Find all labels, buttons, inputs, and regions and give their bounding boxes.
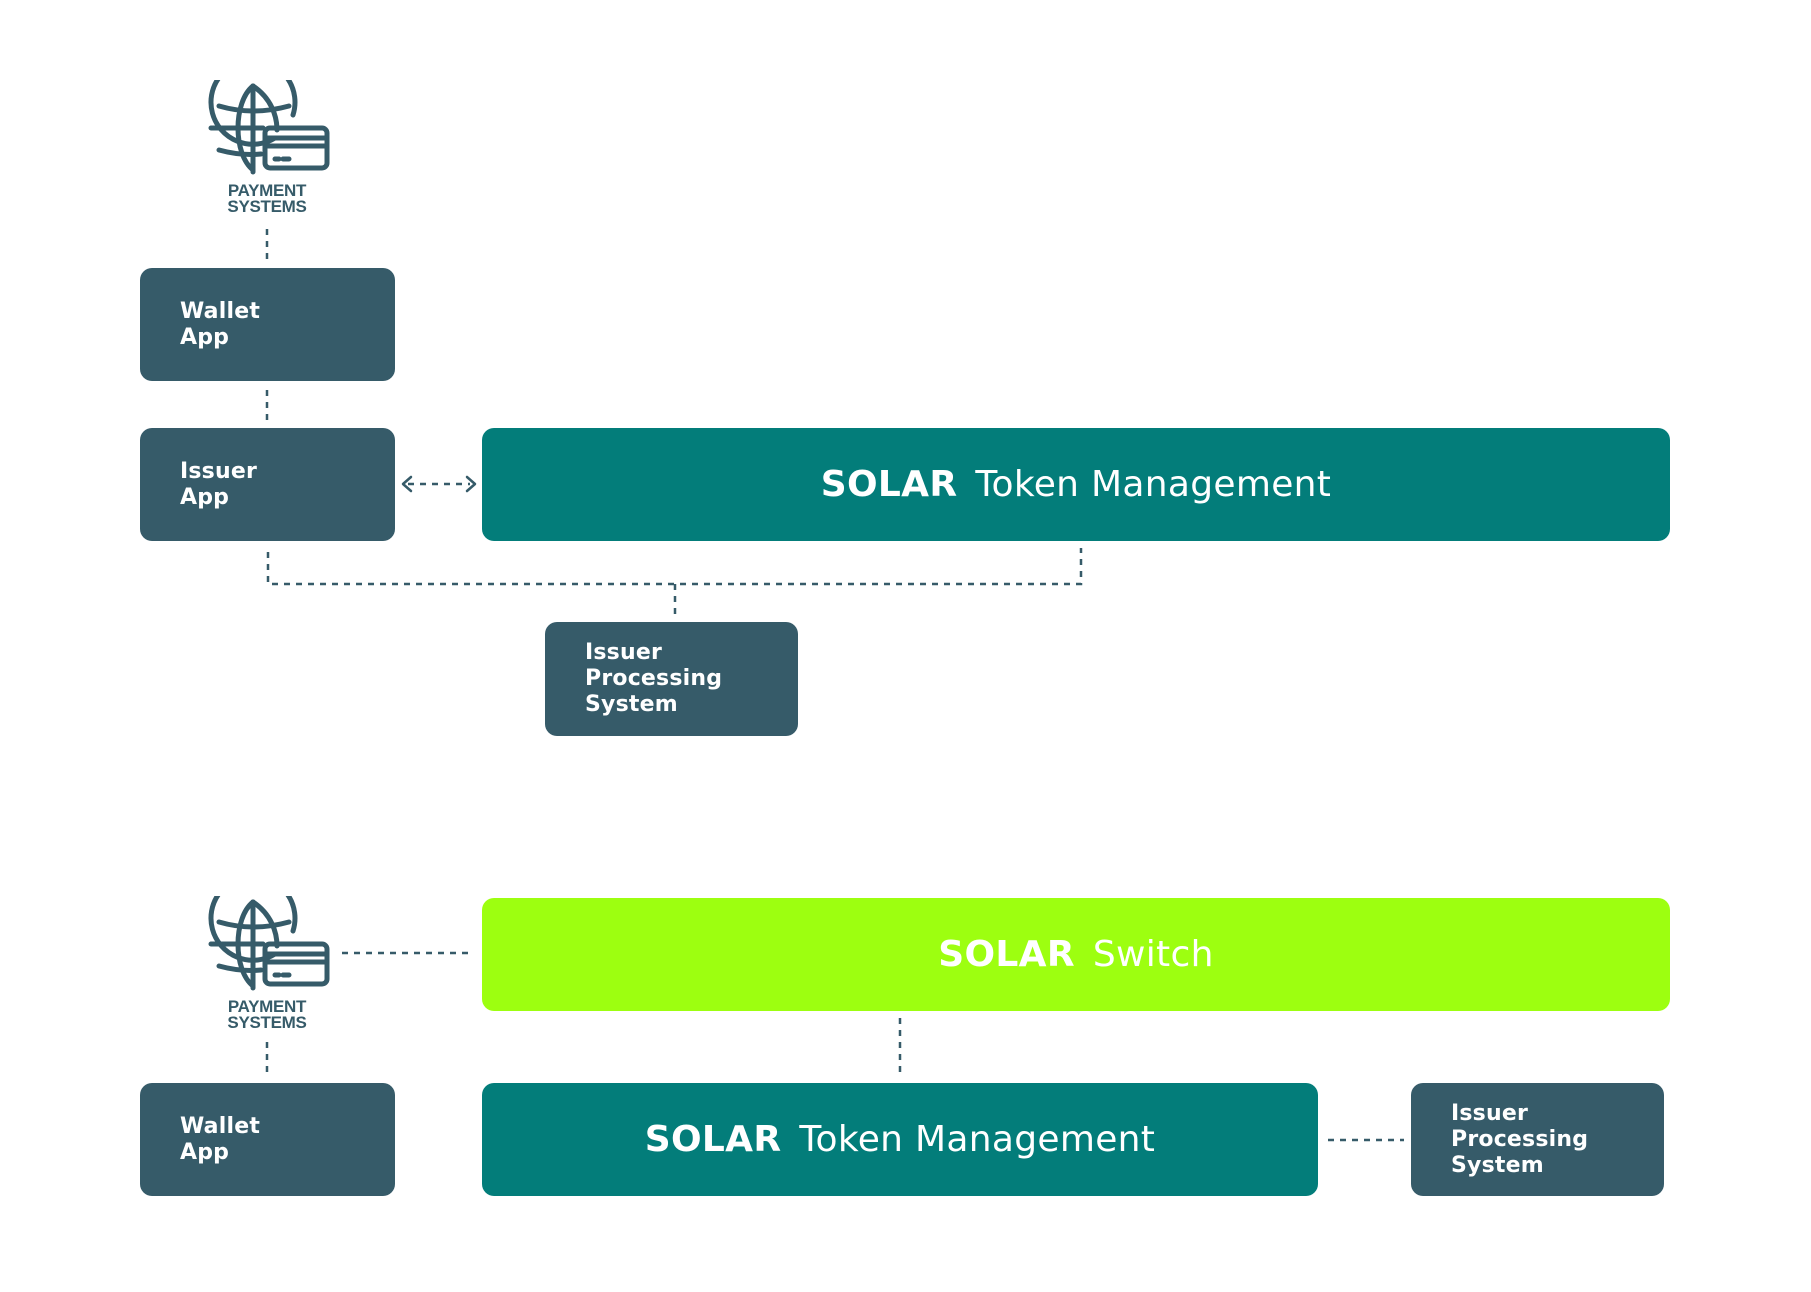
brand-solar: SOLAR bbox=[938, 934, 1075, 975]
edge-bracket bbox=[266, 548, 1083, 586]
product-name: Switch bbox=[1092, 934, 1214, 975]
wallet-app-label: Wallet App bbox=[180, 298, 261, 350]
issuer-processing-system-label: Issuer Processing System bbox=[1451, 1100, 1589, 1178]
wallet-app-node[interactable]: Wallet App bbox=[140, 1083, 395, 1196]
arrowhead-left-icon bbox=[401, 475, 413, 493]
globe-card-icon bbox=[211, 60, 327, 172]
token-management-node[interactable]: SOLAR Token Management bbox=[482, 428, 1670, 541]
brand-solar: SOLAR bbox=[820, 464, 958, 505]
switch-node[interactable]: SOLAR Switch bbox=[482, 898, 1670, 1011]
globe-card-icon bbox=[211, 876, 327, 988]
issuer-app-node[interactable]: Issuer App bbox=[140, 428, 395, 541]
issuer-processing-system-node[interactable]: Issuer Processing System bbox=[545, 622, 798, 736]
wallet-app-node[interactable]: Wallet App bbox=[140, 268, 395, 381]
issuer-processing-system-label: Issuer Processing System bbox=[585, 640, 723, 717]
product-name: Token Management bbox=[975, 464, 1332, 505]
brand-solar: SOLAR bbox=[644, 1119, 782, 1160]
payment-systems-label: PAYMENT SYSTEMS bbox=[227, 997, 307, 1032]
token-management-node[interactable]: SOLAR Token Management bbox=[482, 1083, 1318, 1196]
wallet-app-label: Wallet App bbox=[180, 1113, 261, 1165]
issuer-processing-system-node[interactable]: Issuer Processing System bbox=[1411, 1083, 1664, 1196]
issuer-app-label: Issuer App bbox=[180, 458, 258, 510]
product-name: Token Management bbox=[799, 1119, 1156, 1160]
payment-systems-label: PAYMENT SYSTEMS bbox=[227, 181, 307, 216]
arrowhead-right-icon bbox=[465, 475, 477, 493]
